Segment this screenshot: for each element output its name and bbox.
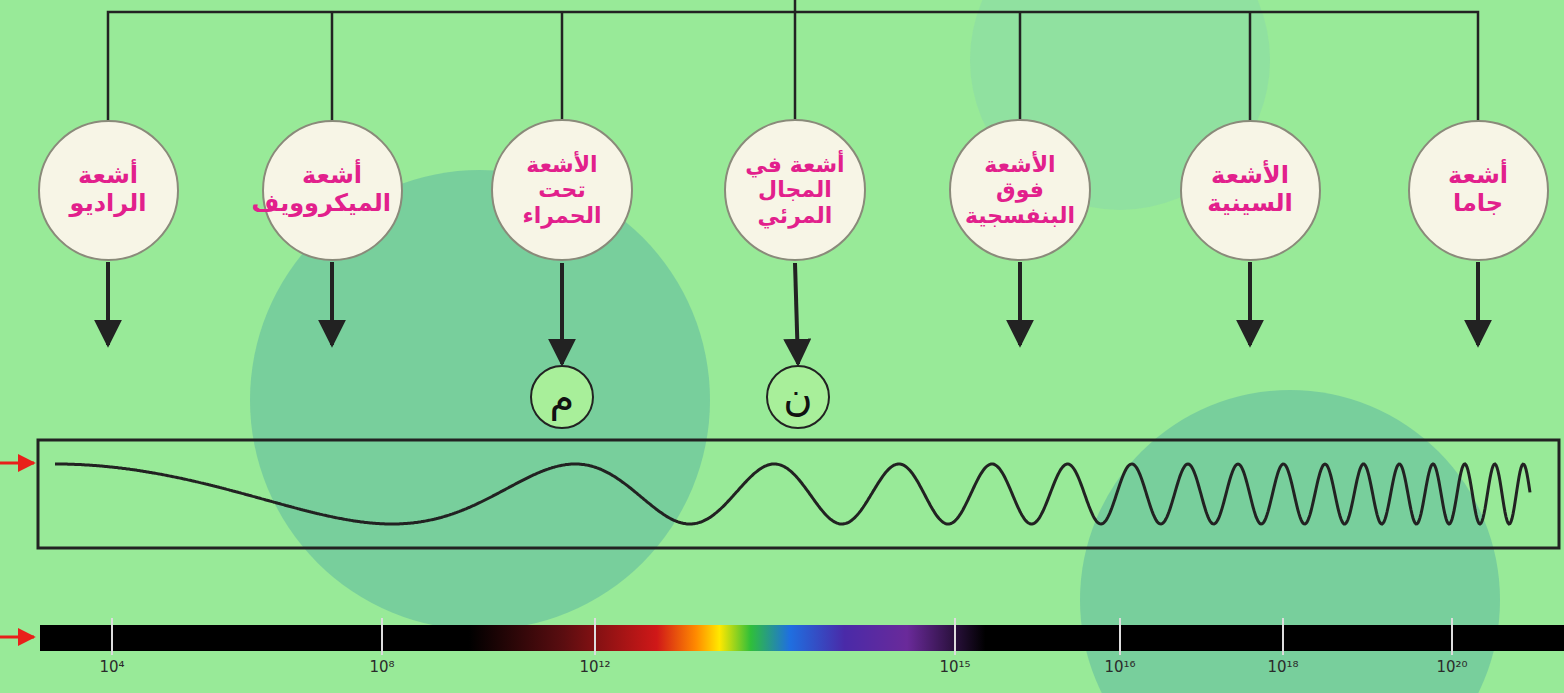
circle-label: أشعة الراديو: [49, 162, 167, 217]
tick-marks: [112, 618, 1452, 655]
arrow-connector: [795, 263, 798, 364]
circle-label: الأشعة تحت الحمراء: [503, 152, 621, 228]
spectrum-circle: أشعة الميكروويف: [262, 120, 403, 261]
frequency-label: 10¹²: [579, 658, 610, 676]
frequency-label: 10⁴: [99, 658, 124, 676]
spectrum-circle: الأشعة تحت الحمراء: [491, 119, 633, 261]
circle-label: الأشعة السينية: [1191, 162, 1309, 217]
frequency-label: 10²⁰: [1436, 658, 1467, 676]
letter-circle: ن: [766, 365, 830, 429]
spectrum-bar: [40, 625, 1564, 651]
frequency-label: 10¹⁵: [939, 658, 970, 676]
spectrum-circle: الأشعة السينية: [1180, 120, 1321, 261]
spectrum-circle: الأشعة فوق البنفسجية: [949, 119, 1091, 261]
letter-label: م: [550, 377, 575, 417]
spectrum-circle: أشعة جاما: [1408, 120, 1549, 261]
spectrum-circle: أشعة الراديو: [38, 120, 179, 261]
spectrum-circle: أشعة في المجال المرئي: [724, 119, 866, 261]
tree-bracket: [108, 0, 1478, 125]
frequency-label: 10¹⁸: [1267, 658, 1298, 676]
letter-circle: م: [530, 365, 594, 429]
frequency-label: 10¹⁶: [1104, 658, 1135, 676]
frequency-label: 10⁸: [369, 658, 394, 676]
circle-label: أشعة جاما: [1419, 162, 1537, 217]
wave-box: [38, 440, 1559, 548]
globe-art: [250, 0, 1500, 693]
circle-label: أشعة في المجال المرئي: [736, 152, 854, 228]
red-arrows: [0, 463, 34, 637]
arrow-connector: [560, 263, 564, 364]
down-arrows: [108, 262, 1478, 345]
wave: [55, 464, 1530, 524]
letter-label: ن: [783, 377, 812, 417]
circle-label: الأشعة فوق البنفسجية: [961, 152, 1079, 228]
circle-label: أشعة الميكروويف: [273, 162, 391, 217]
